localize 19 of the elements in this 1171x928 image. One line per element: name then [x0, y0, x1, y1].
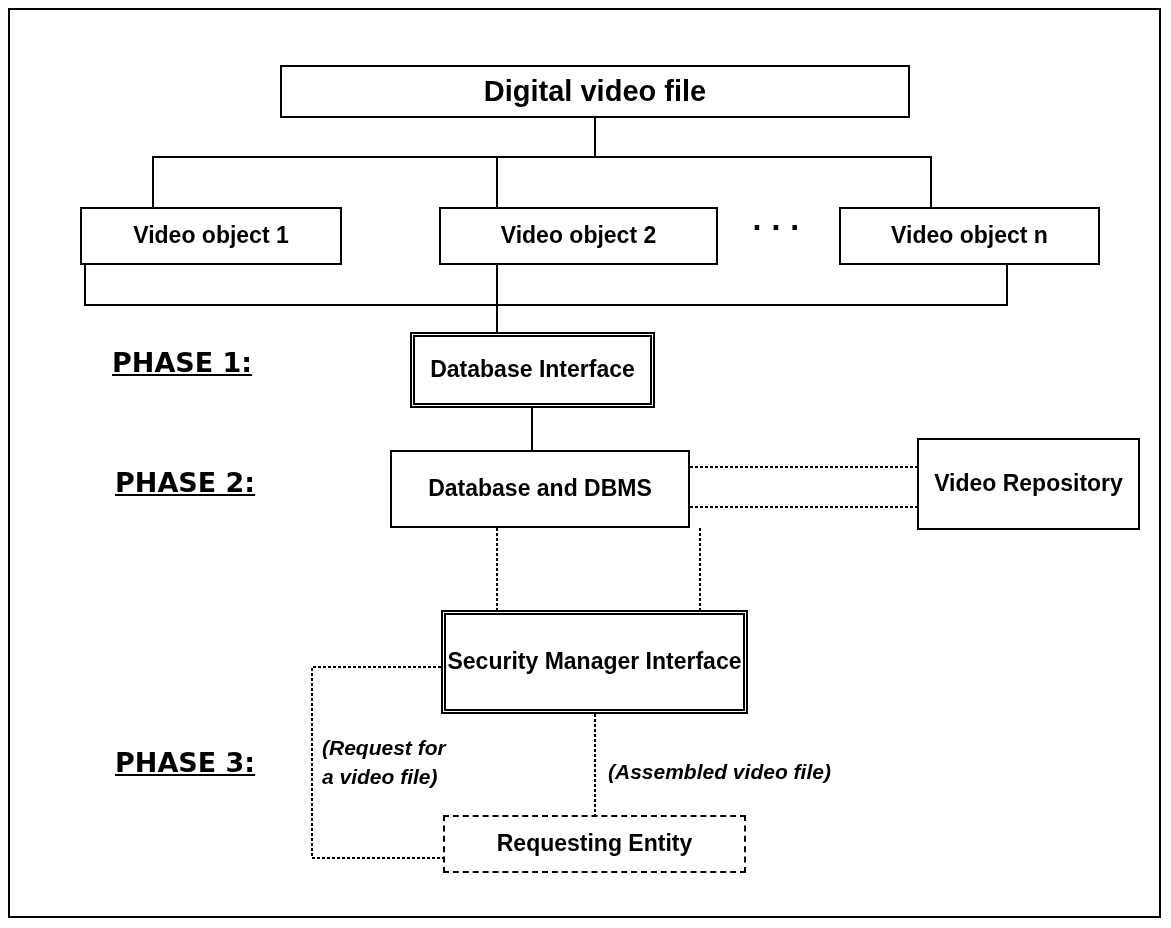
- process-box: Digital video file: [280, 65, 910, 118]
- process-box: Video Repository: [917, 438, 1140, 530]
- ellipsis-text: · · ·: [752, 213, 800, 243]
- connector-line: [531, 407, 533, 451]
- connector-line: [689, 506, 918, 508]
- connector-line: [699, 527, 701, 611]
- process-box: Database and DBMS: [390, 450, 690, 528]
- process-box: Database Interface: [410, 332, 655, 408]
- phase-heading: PHASE 2:: [115, 467, 256, 498]
- phase-heading: PHASE 1:: [112, 347, 253, 378]
- phase-heading: PHASE 3:: [115, 747, 256, 778]
- process-box: Video object n: [839, 207, 1100, 265]
- connector-line: [689, 466, 918, 468]
- process-box: Video object 1: [80, 207, 342, 265]
- process-box: Video object 2: [439, 207, 718, 265]
- connector-line: [496, 527, 498, 611]
- connector-line: [594, 713, 596, 816]
- process-box: Requesting Entity: [443, 815, 746, 873]
- process-box: Security Manager Interface: [441, 610, 748, 714]
